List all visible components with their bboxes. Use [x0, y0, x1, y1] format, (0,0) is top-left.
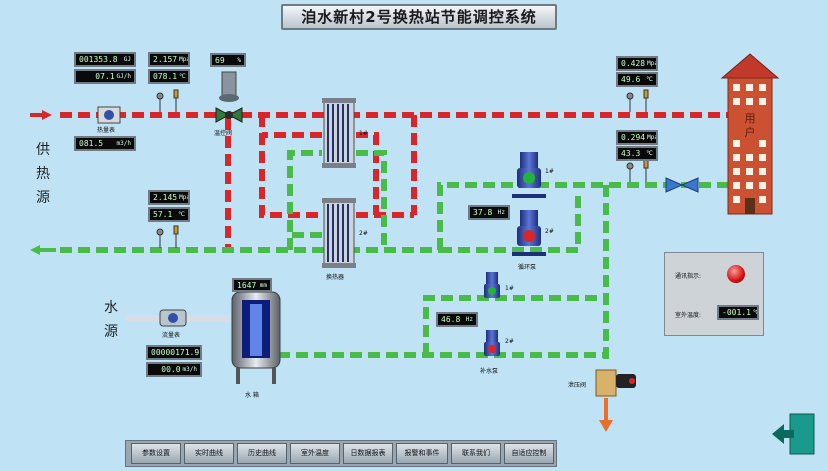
outdoor-temp-label: 室外温度: [675, 312, 702, 319]
water-total-readout: 00000171.9kg [146, 345, 202, 360]
strainer-graphic [665, 177, 699, 193]
user-return-temp-readout: 43.3℃ [616, 146, 658, 161]
makeup-pump-1-graphic [484, 272, 500, 298]
drain-arrow [599, 420, 613, 432]
nav-realtime-curve[interactable]: 实时曲线 [184, 443, 234, 464]
flow-meter-label: 流量表 [162, 332, 181, 339]
makeup-pump-2-label: 2# [505, 338, 514, 345]
nav-adaptive-control[interactable]: 自适应控制 [504, 443, 554, 464]
valve-opening-readout: 69% [210, 53, 246, 67]
comm-indicator-label: 通讯指示: [675, 273, 702, 280]
circ-pump-label: 循环泵 [518, 264, 537, 271]
control-valve-graphic [215, 71, 243, 123]
status-panel: 通讯指示: 室外温度: -001.1℃ [664, 252, 764, 336]
makeup-pump-label: 补水泵 [480, 368, 499, 375]
nav-history-curve[interactable]: 历史曲线 [237, 443, 287, 464]
control-valve-label: 温控阀 [214, 130, 233, 137]
return-pipes [60, 150, 728, 360]
heat-meter-graphic [97, 106, 121, 124]
relief-valve-graphic [595, 369, 636, 397]
circ-pump-1-graphic [512, 152, 546, 198]
makeup-pump-2-graphic [484, 330, 500, 356]
supply-in-temp-readout: 078.1℃ [148, 69, 190, 84]
nav-outdoor-temp[interactable]: 室外温度 [290, 443, 340, 464]
flow-meter-graphic [159, 309, 187, 327]
heat-source-label: 供热源 [36, 142, 50, 206]
return-out-temp-readout: 57.1℃ [148, 207, 190, 222]
nav-daily-report[interactable]: 日数据报表 [343, 443, 393, 464]
nav-contact-us[interactable]: 联系我们 [451, 443, 501, 464]
exit-door-graphic [772, 413, 815, 455]
heat-meter-label: 热量表 [97, 127, 116, 134]
circ-pump-1-label: 1# [545, 168, 554, 175]
supply-in-arrow [42, 110, 52, 120]
exchanger-1-label: 1# [359, 130, 368, 137]
nav-param-settings[interactable]: 参数设置 [131, 443, 181, 464]
return-out-arrow [30, 245, 40, 255]
tank-label: 水 箱 [245, 392, 259, 399]
user-label: 用户 [744, 112, 756, 139]
water-tank-graphic [231, 291, 281, 384]
exit-button[interactable] [768, 412, 818, 458]
exchanger-label: 换热器 [326, 274, 345, 281]
water-source-label: 水源 [104, 300, 118, 340]
outdoor-temp-readout: -001.1℃ [717, 305, 759, 320]
page-title: 洎水新村2号换热站节能调控系统 [281, 4, 557, 30]
user-supply-temp-readout: 49.6℃ [616, 72, 658, 87]
circ-pump-2-label: 2# [545, 228, 554, 235]
exchanger-2-label: 2# [359, 230, 368, 237]
comm-indicator-light [727, 265, 745, 283]
makeup-pump-1-label: 1# [505, 285, 514, 292]
circ-pump-2-graphic [512, 210, 546, 256]
heat-exchanger-2-graphic [322, 198, 356, 268]
building-graphic [720, 53, 780, 215]
relief-valve-label: 泄压阀 [568, 382, 587, 389]
nav-alarms-events[interactable]: 报警和事件 [396, 443, 448, 464]
heat-exchanger-1-graphic [322, 98, 356, 168]
